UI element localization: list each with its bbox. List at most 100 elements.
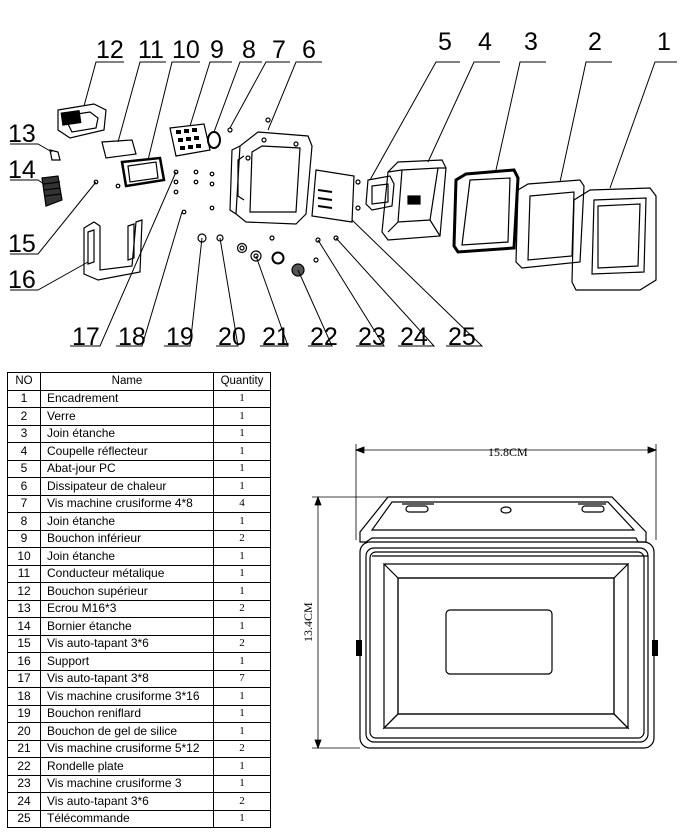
callout-20: 20 — [218, 323, 246, 351]
row-number: 8 — [7, 512, 41, 531]
callout-labels: 1 2 3 4 5 6 7 8 9 10 11 12 13 14 15 16 1… — [8, 28, 671, 351]
row-number: 7 — [7, 494, 41, 513]
part-14-terminal — [41, 175, 63, 207]
part-name: Bouchon de gel de silice — [40, 722, 214, 741]
part-name: Vis auto-tapant 3*6 — [40, 792, 214, 811]
part-name: Encadrement — [40, 389, 214, 408]
callout-7: 7 — [272, 36, 286, 64]
callout-21: 21 — [262, 323, 290, 351]
row-number: 21 — [7, 739, 41, 758]
header-name: Name — [40, 372, 214, 391]
part-name: Bouchon supérieur — [40, 582, 214, 601]
part-name: Join étanche — [40, 512, 214, 531]
row-number: 6 — [7, 477, 41, 496]
callout-17: 17 — [72, 323, 100, 351]
row-number: 13 — [7, 599, 41, 618]
part-quantity: 1 — [213, 774, 271, 793]
part-quantity: 1 — [213, 547, 271, 566]
part-4-reflector — [381, 159, 447, 241]
callout-9: 9 — [210, 36, 224, 64]
part-quantity: 1 — [213, 477, 271, 496]
row-number: 2 — [7, 407, 41, 426]
part-quantity: 1 — [213, 809, 271, 828]
callout-8: 8 — [242, 36, 256, 64]
part-name: Vis machine crusiforme 5*12 — [40, 739, 214, 758]
row-number: 11 — [7, 564, 41, 583]
callout-16: 16 — [8, 266, 36, 294]
width-dimension: 15.8CM — [488, 445, 528, 459]
row-number: 4 — [7, 442, 41, 461]
part-quantity: 1 — [213, 564, 271, 583]
part-9-lower-cap — [169, 123, 211, 157]
callout-6: 6 — [302, 36, 316, 64]
row-number: 22 — [7, 757, 41, 776]
part-quantity: 1 — [213, 442, 271, 461]
header-no: NO — [7, 372, 41, 391]
callout-10: 10 — [172, 36, 200, 64]
part-name: Support — [40, 652, 214, 671]
callout-18: 18 — [118, 323, 146, 351]
part-quantity: 1 — [213, 722, 271, 741]
table-header-row: NO Name Quantity — [7, 372, 271, 391]
part-quantity: 1 — [213, 687, 271, 706]
part-quantity: 1 — [213, 512, 271, 531]
callout-25: 25 — [448, 323, 476, 351]
part-quantity: 1 — [213, 652, 271, 671]
row-number: 12 — [7, 582, 41, 601]
part-quantity: 1 — [213, 389, 271, 408]
header-quantity: Quantity — [213, 372, 271, 391]
part-quantity: 1 — [213, 582, 271, 601]
part-quantity: 2 — [213, 634, 271, 653]
part-name: Dissipateur de chaleur — [40, 477, 214, 496]
part-quantity: 1 — [213, 459, 271, 478]
row-number: 3 — [7, 424, 41, 443]
callout-11: 11 — [138, 36, 164, 64]
part-quantity: 1 — [213, 757, 271, 776]
callout-12: 12 — [96, 36, 124, 64]
callout-15: 15 — [8, 230, 36, 258]
callout-3: 3 — [524, 28, 538, 56]
part-name: Abat-jour PC — [40, 459, 214, 478]
row-number: 17 — [7, 669, 41, 688]
part-3-seal — [452, 168, 520, 254]
row-number: 25 — [7, 809, 41, 828]
callout-4: 4 — [478, 28, 492, 56]
row-number: 16 — [7, 652, 41, 671]
callout-13: 13 — [8, 120, 36, 148]
part-quantity: 1 — [213, 424, 271, 443]
part-11-conductor — [101, 139, 137, 159]
part-name: Rondelle plate — [40, 757, 214, 776]
part-name: Vis auto-tapant 3*6 — [40, 634, 214, 653]
row-number: 14 — [7, 617, 41, 636]
part-name: Conducteur métalique — [40, 564, 214, 583]
part-name: Bouchon inférieur — [40, 529, 214, 548]
height-dimension: 13.4CM — [301, 602, 315, 642]
part-name: Vis machine crusiforme 3*16 — [40, 687, 214, 706]
callout-19: 19 — [166, 323, 194, 351]
part-quantity: 4 — [213, 494, 271, 513]
callout-14: 14 — [8, 156, 36, 184]
part-10-seal — [120, 156, 166, 188]
row-number: 1 — [7, 389, 41, 408]
part-quantity: 7 — [213, 669, 271, 688]
row-number: 10 — [7, 547, 41, 566]
